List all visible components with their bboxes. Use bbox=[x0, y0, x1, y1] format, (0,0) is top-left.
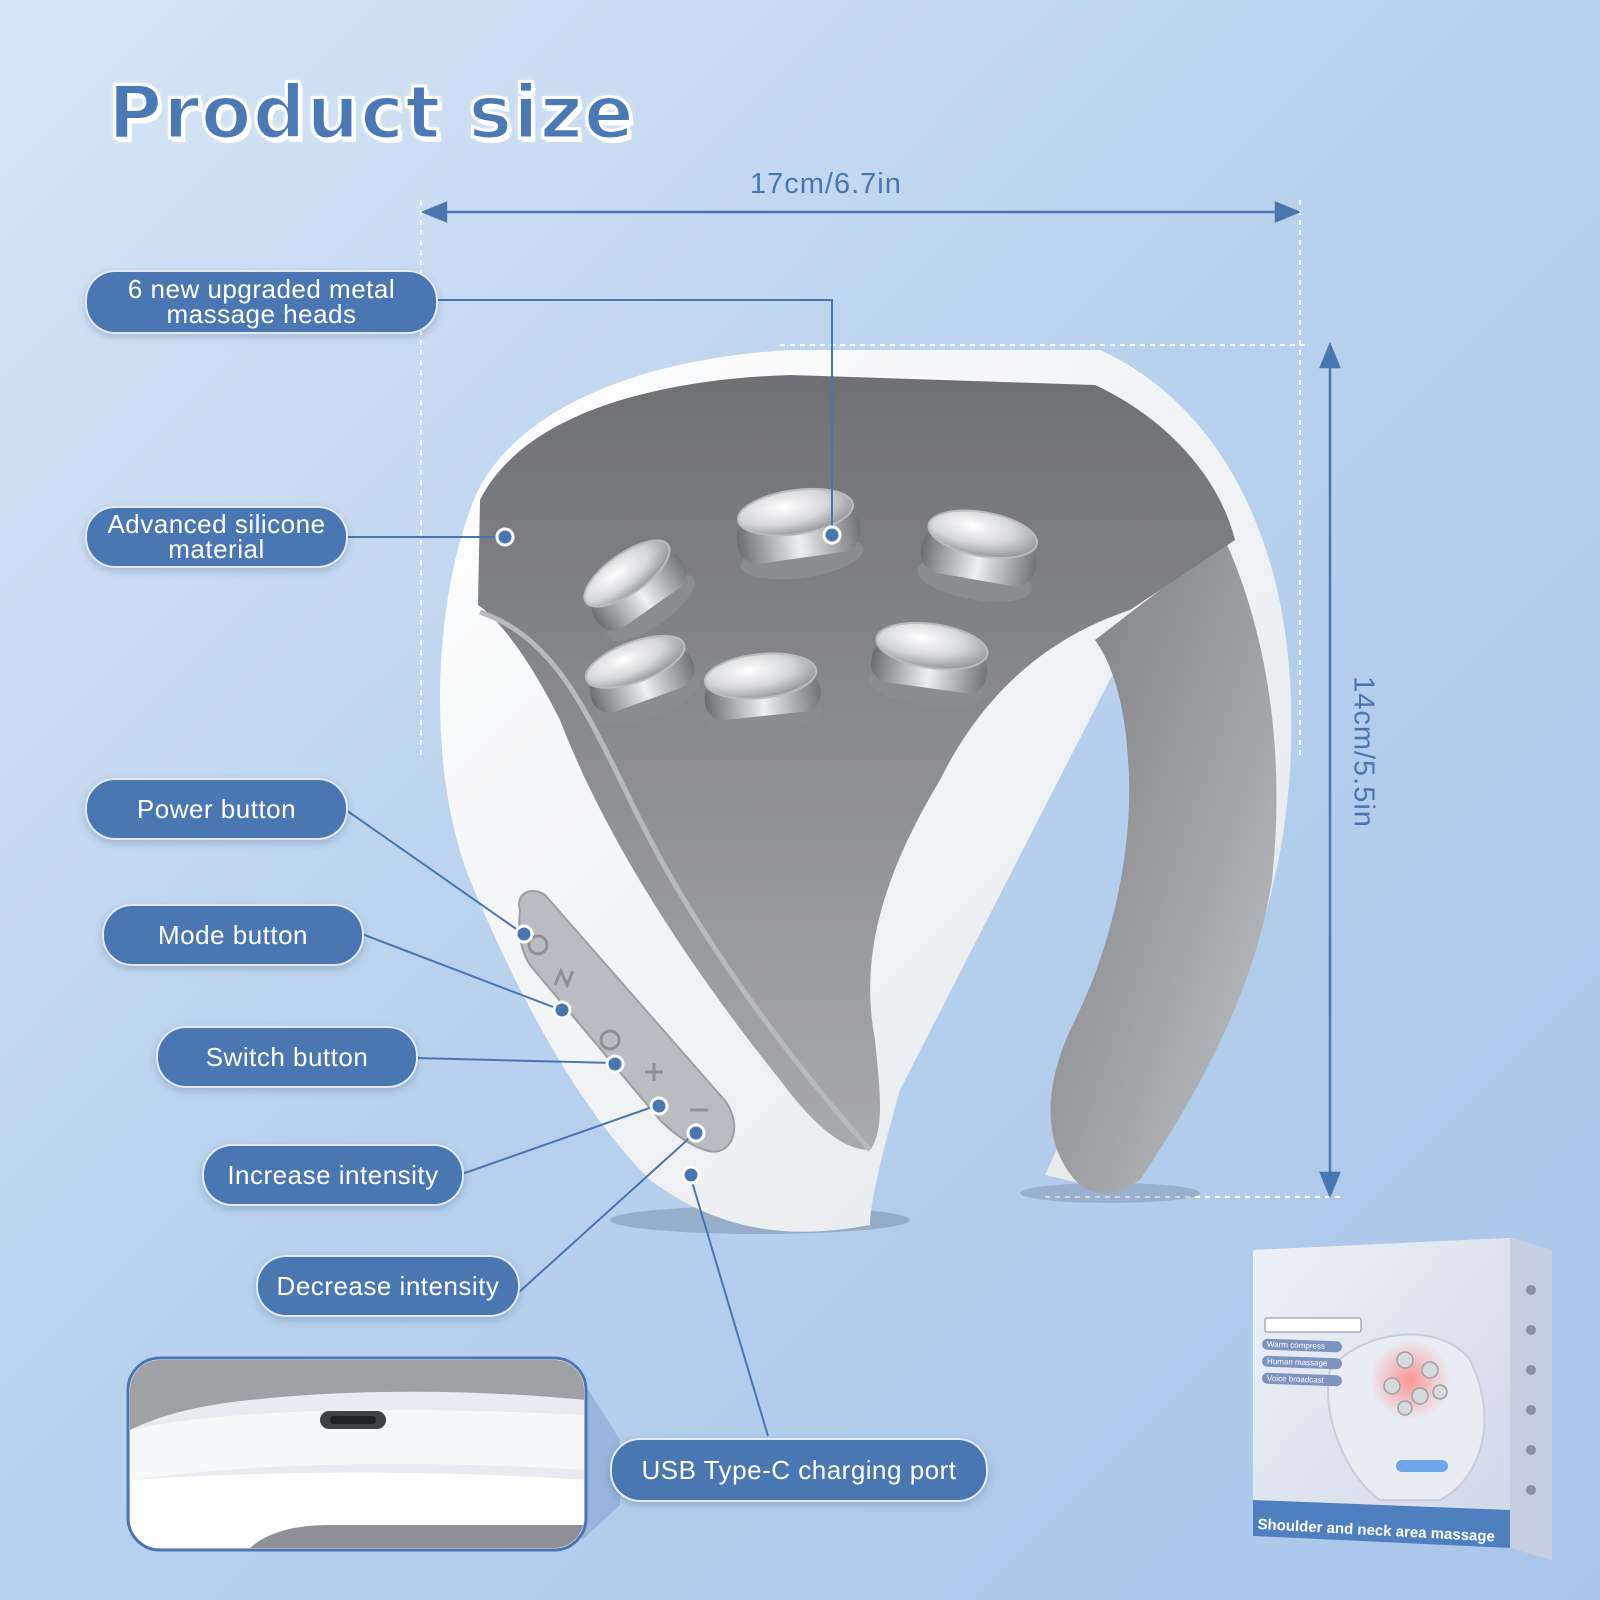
product-package bbox=[1253, 1238, 1552, 1560]
device-gray-arm-right bbox=[1050, 540, 1277, 1194]
callout-silicone: Advanced silicone material bbox=[85, 506, 348, 568]
package-feature-3: Voice broadcast bbox=[1261, 1372, 1343, 1387]
package-side-icons bbox=[1526, 1285, 1536, 1495]
control-icons bbox=[527, 934, 708, 1112]
width-dimension-label: 17cm/6.7in bbox=[750, 168, 902, 200]
massage-head bbox=[736, 487, 864, 580]
page-title: Product size bbox=[107, 69, 636, 158]
package-feature-list: Warm compress Human massage Voice broadc… bbox=[1261, 1338, 1343, 1387]
callout-silicone-line1: Advanced silicone bbox=[107, 509, 326, 539]
callout-metal-heads-line2: massage heads bbox=[166, 299, 357, 329]
package-feature-1: Warm compress bbox=[1261, 1338, 1343, 1353]
callout-silicone-line2: material bbox=[168, 534, 265, 564]
callout-metal-heads: 6 new upgraded metal massage heads bbox=[85, 270, 438, 334]
usb-port-inset bbox=[126, 1356, 620, 1552]
device-shadow-right bbox=[1020, 1183, 1200, 1203]
massage-head bbox=[917, 509, 1039, 602]
callout-metal-heads-line1: 6 new upgraded metal bbox=[127, 274, 396, 304]
callout-decrease-intensity: Decrease intensity bbox=[256, 1255, 520, 1317]
callout-usb-port: USB Type-C charging port bbox=[610, 1438, 988, 1502]
device-inner-ridge bbox=[479, 609, 872, 1152]
massage-head bbox=[703, 652, 823, 735]
massage-head bbox=[583, 539, 695, 642]
control-panel bbox=[518, 890, 736, 1153]
width-arrow bbox=[420, 201, 1302, 223]
massage-heads bbox=[583, 487, 1039, 735]
callout-dots bbox=[495, 525, 842, 1185]
callout-power-button: Power button bbox=[85, 778, 348, 840]
massage-head bbox=[584, 634, 701, 725]
callout-mode-button: Mode button bbox=[102, 904, 364, 966]
massage-head bbox=[868, 621, 989, 708]
height-dimension-label: 14cm/5.5in bbox=[1347, 676, 1380, 828]
package-feature-2: Human massage bbox=[1261, 1355, 1343, 1370]
leader-lines bbox=[345, 299, 833, 1437]
callout-switch-button: Switch button bbox=[156, 1026, 418, 1088]
callout-increase-intensity: Increase intensity bbox=[202, 1144, 464, 1206]
height-arrow bbox=[1319, 341, 1341, 1199]
neck-massager bbox=[440, 350, 1292, 1232]
